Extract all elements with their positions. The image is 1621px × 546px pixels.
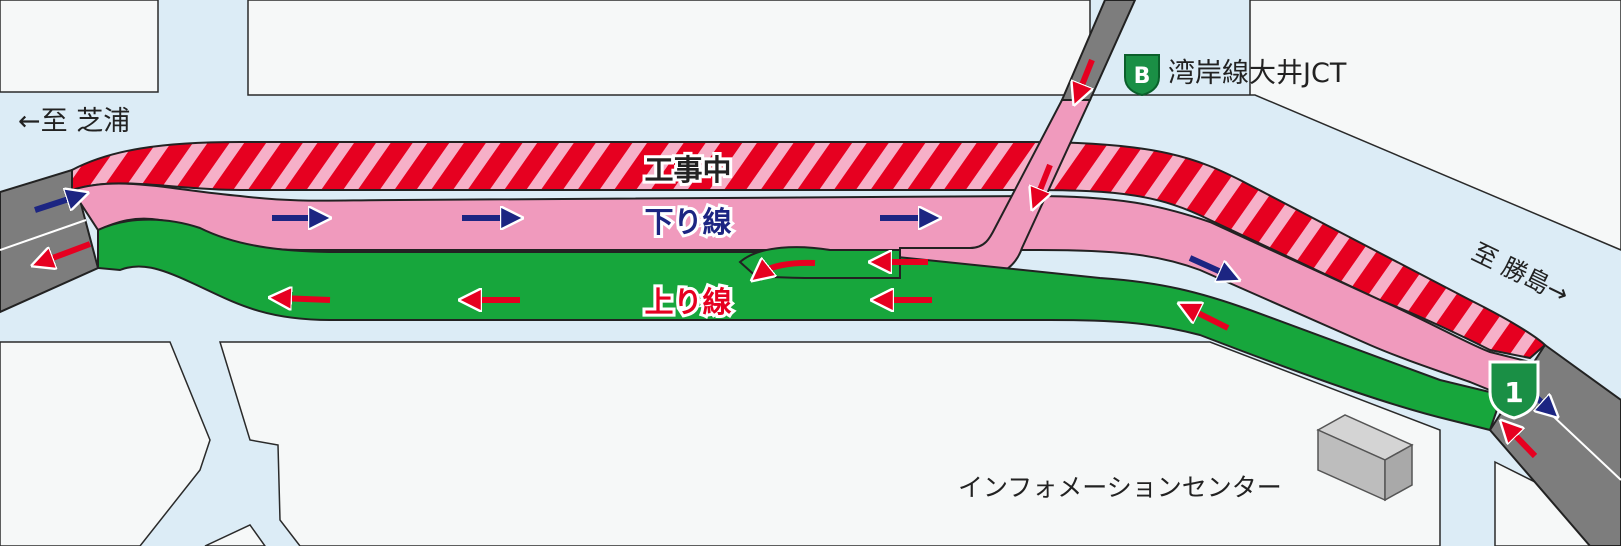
arrow-left-red (280, 298, 331, 300)
up-line-road (97, 218, 1504, 432)
arrow-left-red (42, 241, 92, 262)
arrow-left-red (1188, 308, 1230, 331)
arrow-left-red (1508, 428, 1538, 459)
arrow-down-red (1078, 58, 1095, 95)
label-construction: 工事中 (644, 153, 731, 187)
label-info-center: インフォメーションセンター (958, 473, 1282, 502)
label-up-line: 上り線 (644, 285, 731, 319)
label-down-line: 下り線 (644, 205, 731, 239)
bayshore-route-badge: B (1124, 54, 1160, 97)
label-jct: 湾岸線大井JCT (1168, 58, 1347, 89)
route-number: 1 (1504, 376, 1523, 409)
jct-merge-ramp (738, 246, 901, 282)
merge-curve-arrow (760, 263, 816, 274)
down-line-arrows (34, 196, 1550, 410)
land-block-bottom-left (0, 341, 211, 546)
arrow-right-navy (34, 196, 78, 213)
jct-badge-letter: B (1134, 64, 1151, 89)
land-block-top-left (0, 0, 159, 93)
label-to-shibaura: ←至 芝浦 (18, 106, 130, 137)
land-block-bottom-mid (218, 341, 1441, 546)
land-block-small (204, 524, 266, 546)
construction-zone (71, 141, 1547, 360)
arrow-down-red (1036, 163, 1053, 200)
route-shield-green: 1 (1488, 360, 1540, 420)
info-center-building (1316, 414, 1414, 502)
up-line-arrows (42, 58, 1538, 459)
arrow-right-navy (1188, 255, 1230, 276)
